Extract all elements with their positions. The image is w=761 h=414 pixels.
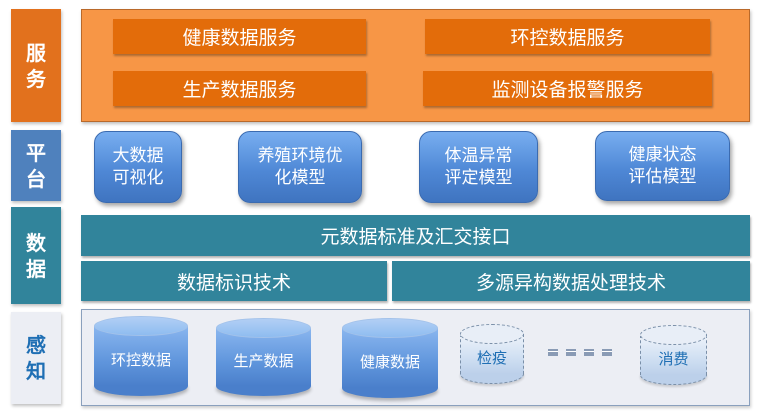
database-cylinder-icon: 健康数据 bbox=[342, 318, 438, 398]
cylinder-label: 消费 bbox=[658, 349, 689, 368]
database-cylinder-icon: 环控数据 bbox=[94, 316, 188, 396]
layer-label-sense: 感 知 bbox=[11, 312, 61, 404]
data-bar-identification: 数据标识技术 bbox=[81, 261, 387, 301]
database-cylinder-dashed-icon: 检疫 bbox=[460, 324, 524, 384]
layer-label-char: 感 bbox=[26, 333, 46, 357]
model-line: 评估模型 bbox=[628, 167, 697, 187]
model-line: 评定模型 bbox=[444, 168, 513, 188]
model-line: 化模型 bbox=[274, 168, 326, 188]
layer-label-char: 数 bbox=[26, 230, 46, 255]
model-line: 大数据 bbox=[112, 146, 164, 166]
layer-label-char: 平 bbox=[26, 140, 46, 165]
data-bar-heterogeneous-processing: 多源异构数据处理技术 bbox=[392, 261, 750, 301]
layer-label-platform: 平 台 bbox=[11, 130, 61, 201]
cylinder-label: 健康数据 bbox=[359, 352, 420, 371]
model-line: 体温异常 bbox=[444, 146, 513, 166]
cylinder-label: 生产数据 bbox=[233, 351, 294, 370]
cylinder-label: 检疫 bbox=[476, 348, 507, 367]
cylinder-label: 环控数据 bbox=[110, 350, 171, 369]
layer-label-char: 务 bbox=[26, 66, 46, 91]
model-line: 健康状态 bbox=[628, 145, 697, 165]
database-cylinder-dashed-icon: 消费 bbox=[640, 325, 707, 385]
platform-model-health-status: 健康状态 评估模型 bbox=[595, 131, 730, 201]
service-item-env-control: 环控数据服务 bbox=[425, 19, 710, 54]
service-item-health: 健康数据服务 bbox=[113, 19, 366, 54]
model-line: 养殖环境优 bbox=[257, 146, 343, 166]
service-item-alarm: 监测设备报警服务 bbox=[423, 71, 712, 106]
platform-model-temperature: 体温异常 评定模型 bbox=[419, 131, 538, 203]
service-item-production: 生产数据服务 bbox=[113, 71, 366, 106]
ellipsis-more-icon bbox=[548, 349, 612, 356]
layer-label-char: 据 bbox=[26, 256, 46, 281]
platform-model-visualization: 大数据 可视化 bbox=[94, 131, 182, 203]
layer-label-data: 数 据 bbox=[11, 207, 61, 304]
platform-model-environment: 养殖环境优 化模型 bbox=[238, 131, 362, 203]
layer-label-char: 台 bbox=[26, 166, 46, 191]
database-cylinder-icon: 生产数据 bbox=[216, 318, 311, 396]
data-bar-metadata-interface: 元数据标准及汇交接口 bbox=[81, 215, 750, 256]
layer-label-char: 知 bbox=[26, 359, 46, 383]
layer-label-service: 服 务 bbox=[11, 9, 61, 122]
layer-label-char: 服 bbox=[26, 40, 46, 65]
model-line: 可视化 bbox=[112, 168, 164, 188]
